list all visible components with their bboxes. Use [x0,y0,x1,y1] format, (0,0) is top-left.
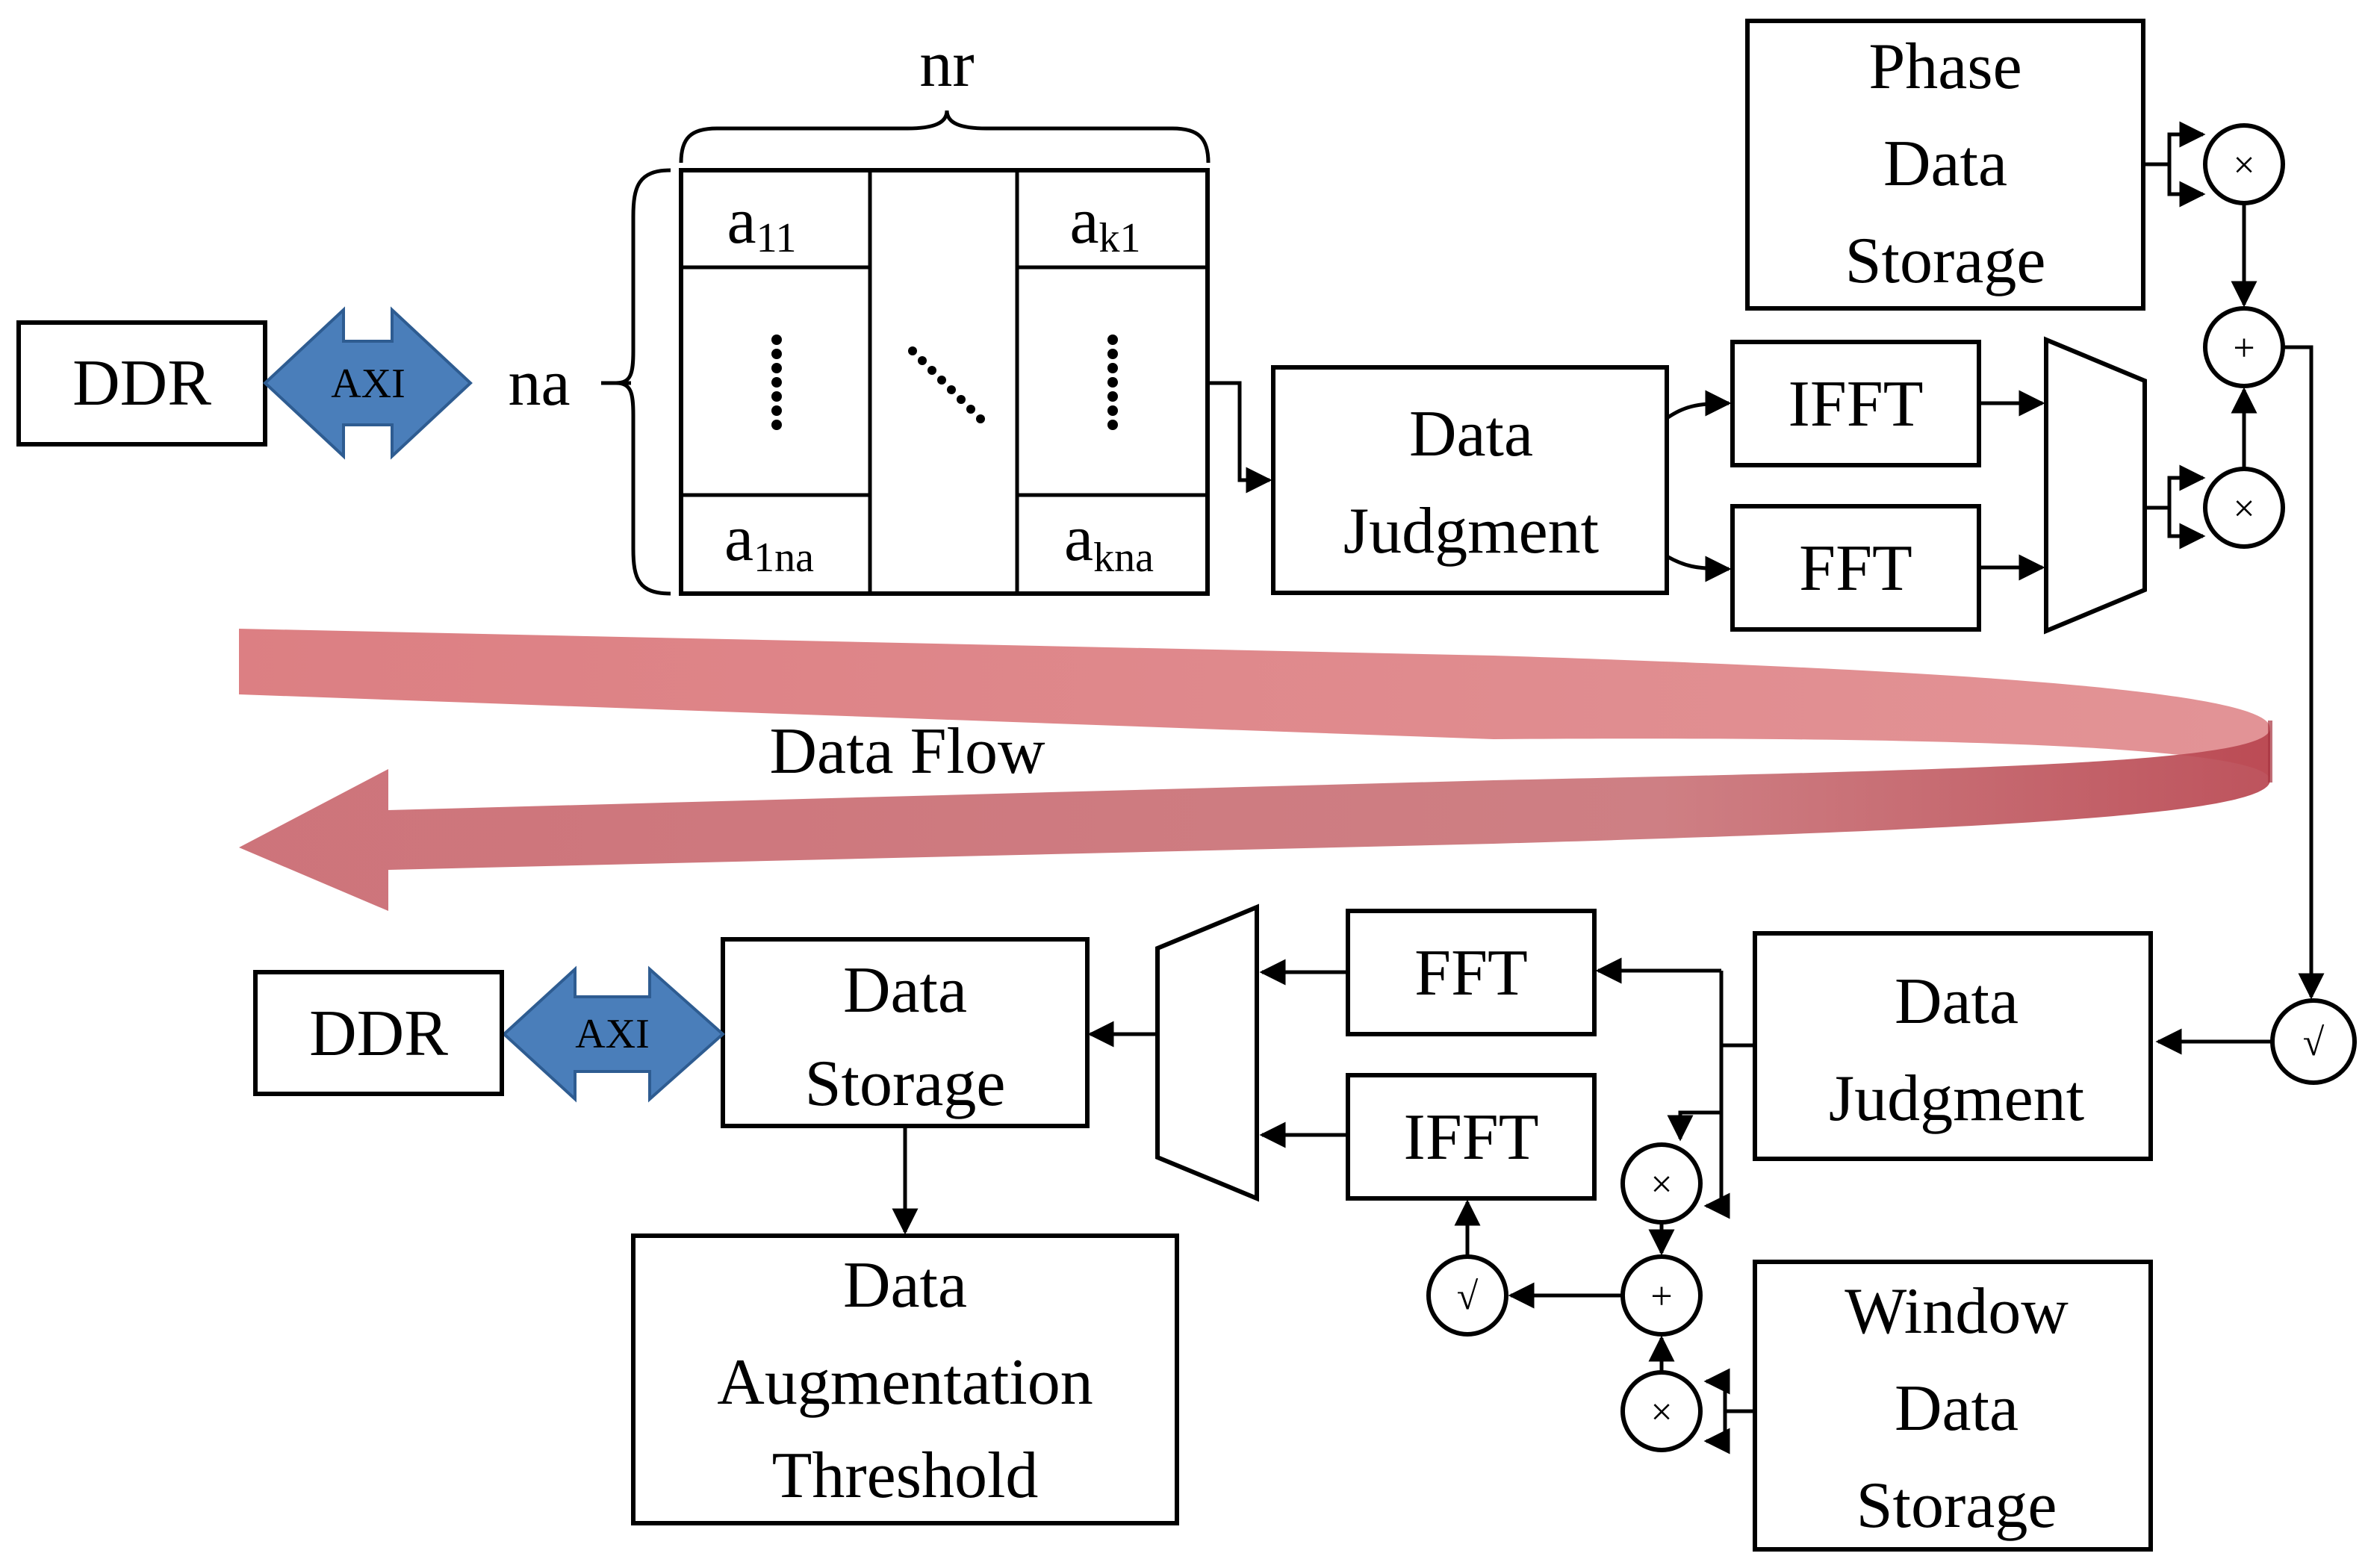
top-ddr-box [16,320,267,447]
data-flow-band [239,629,2272,911]
top-axi-label: AXI [331,361,405,407]
mux-to-mul2-line [2145,464,2206,510]
cell-akna: akna [1064,503,1154,581]
matrix-right-dots [1107,335,1118,430]
window-storage-box [1753,1260,2153,1552]
svg-text:×: × [1650,1163,1672,1206]
storage-to-mul1-line [2143,121,2206,167]
na-label: na [508,347,570,420]
bottom-data-judgment-line1: Data [1895,965,2019,1038]
phase-storage-line2: Data [1883,128,2007,200]
nr-label: nr [919,28,974,101]
top-data-judgment-line1: Data [1409,398,1533,470]
top-mux [2044,336,2147,635]
matrix-diagonal-dots [908,346,985,423]
augmentation-box [631,1233,1179,1525]
judgment-split-line [1719,971,1755,1048]
cell-a1na: a1na [724,503,814,581]
judgment-to-ifft-line [1665,390,1732,420]
bottom-data-storage-box [721,937,1090,1128]
cell-a11: a11 [727,185,797,261]
window-storage-line1: Window [1845,1275,2069,1348]
svg-text:+: + [2233,327,2254,370]
bottom-mux [1155,903,1259,1202]
data-flow-label: Data Flow [769,715,1045,788]
matrix-left-dots [771,335,782,430]
top-ddr-label: DDR [72,347,211,420]
judgment-to-fft-line [1665,554,1732,582]
bottom-ddr-box [253,970,504,1096]
bottom-data-storage-line1: Data [843,954,967,1027]
augmentation-line2: Augmentation [717,1346,1093,1419]
svg-text:×: × [2233,144,2254,187]
window-storage-line2: Data [1895,1372,2019,1445]
add-to-sqrt-line [2283,345,2325,1000]
phase-storage-box [1745,19,2145,311]
top-data-judgment-box [1271,365,1669,595]
matrix-to-judgment-line [1208,381,1272,494]
window-to-mul-line [1703,1368,1755,1413]
bottom-ddr-label: DDR [309,998,448,1070]
cell-ak1: ak1 [1069,185,1140,261]
svg-text:×: × [1650,1391,1672,1434]
svg-text:×: × [2233,488,2254,530]
bottom-fft-box [1346,909,1597,1036]
left-brace [615,168,671,596]
top-fft-box [1730,504,1981,632]
phase-storage-line1: Phase [1868,31,2021,103]
top-fft-label: FFT [1799,532,1912,605]
top-data-judgment-line2: Judgment [1343,495,1599,567]
bottom-fft-label: FFT [1414,937,1528,1009]
svg-text:√: √ [1457,1275,1479,1318]
bottom-data-judgment-box [1753,931,2153,1161]
bottom-data-storage-line2: Storage [805,1048,1006,1120]
top-ifft-label: IFFT [1789,368,1924,441]
matrix [679,168,1210,596]
bottom-axi-arrow [502,965,726,1103]
top-brace [679,110,1211,164]
window-storage-line3: Storage [1856,1469,2057,1542]
top-ifft-box [1730,340,1981,467]
augmentation-line3: Threshold [772,1440,1039,1512]
augmentation-line1: Data [843,1249,967,1322]
bottom-data-judgment-line2: Judgment [1829,1063,2084,1135]
svg-text:+: + [1650,1275,1672,1318]
bottom-ifft-box [1346,1073,1597,1201]
phase-storage-line3: Storage [1845,225,2046,297]
top-axi-arrow [263,306,473,460]
bottom-ifft-label: IFFT [1404,1101,1539,1174]
svg-text:√: √ [2303,1021,2325,1064]
bottom-axi-label: AXI [575,1011,650,1057]
